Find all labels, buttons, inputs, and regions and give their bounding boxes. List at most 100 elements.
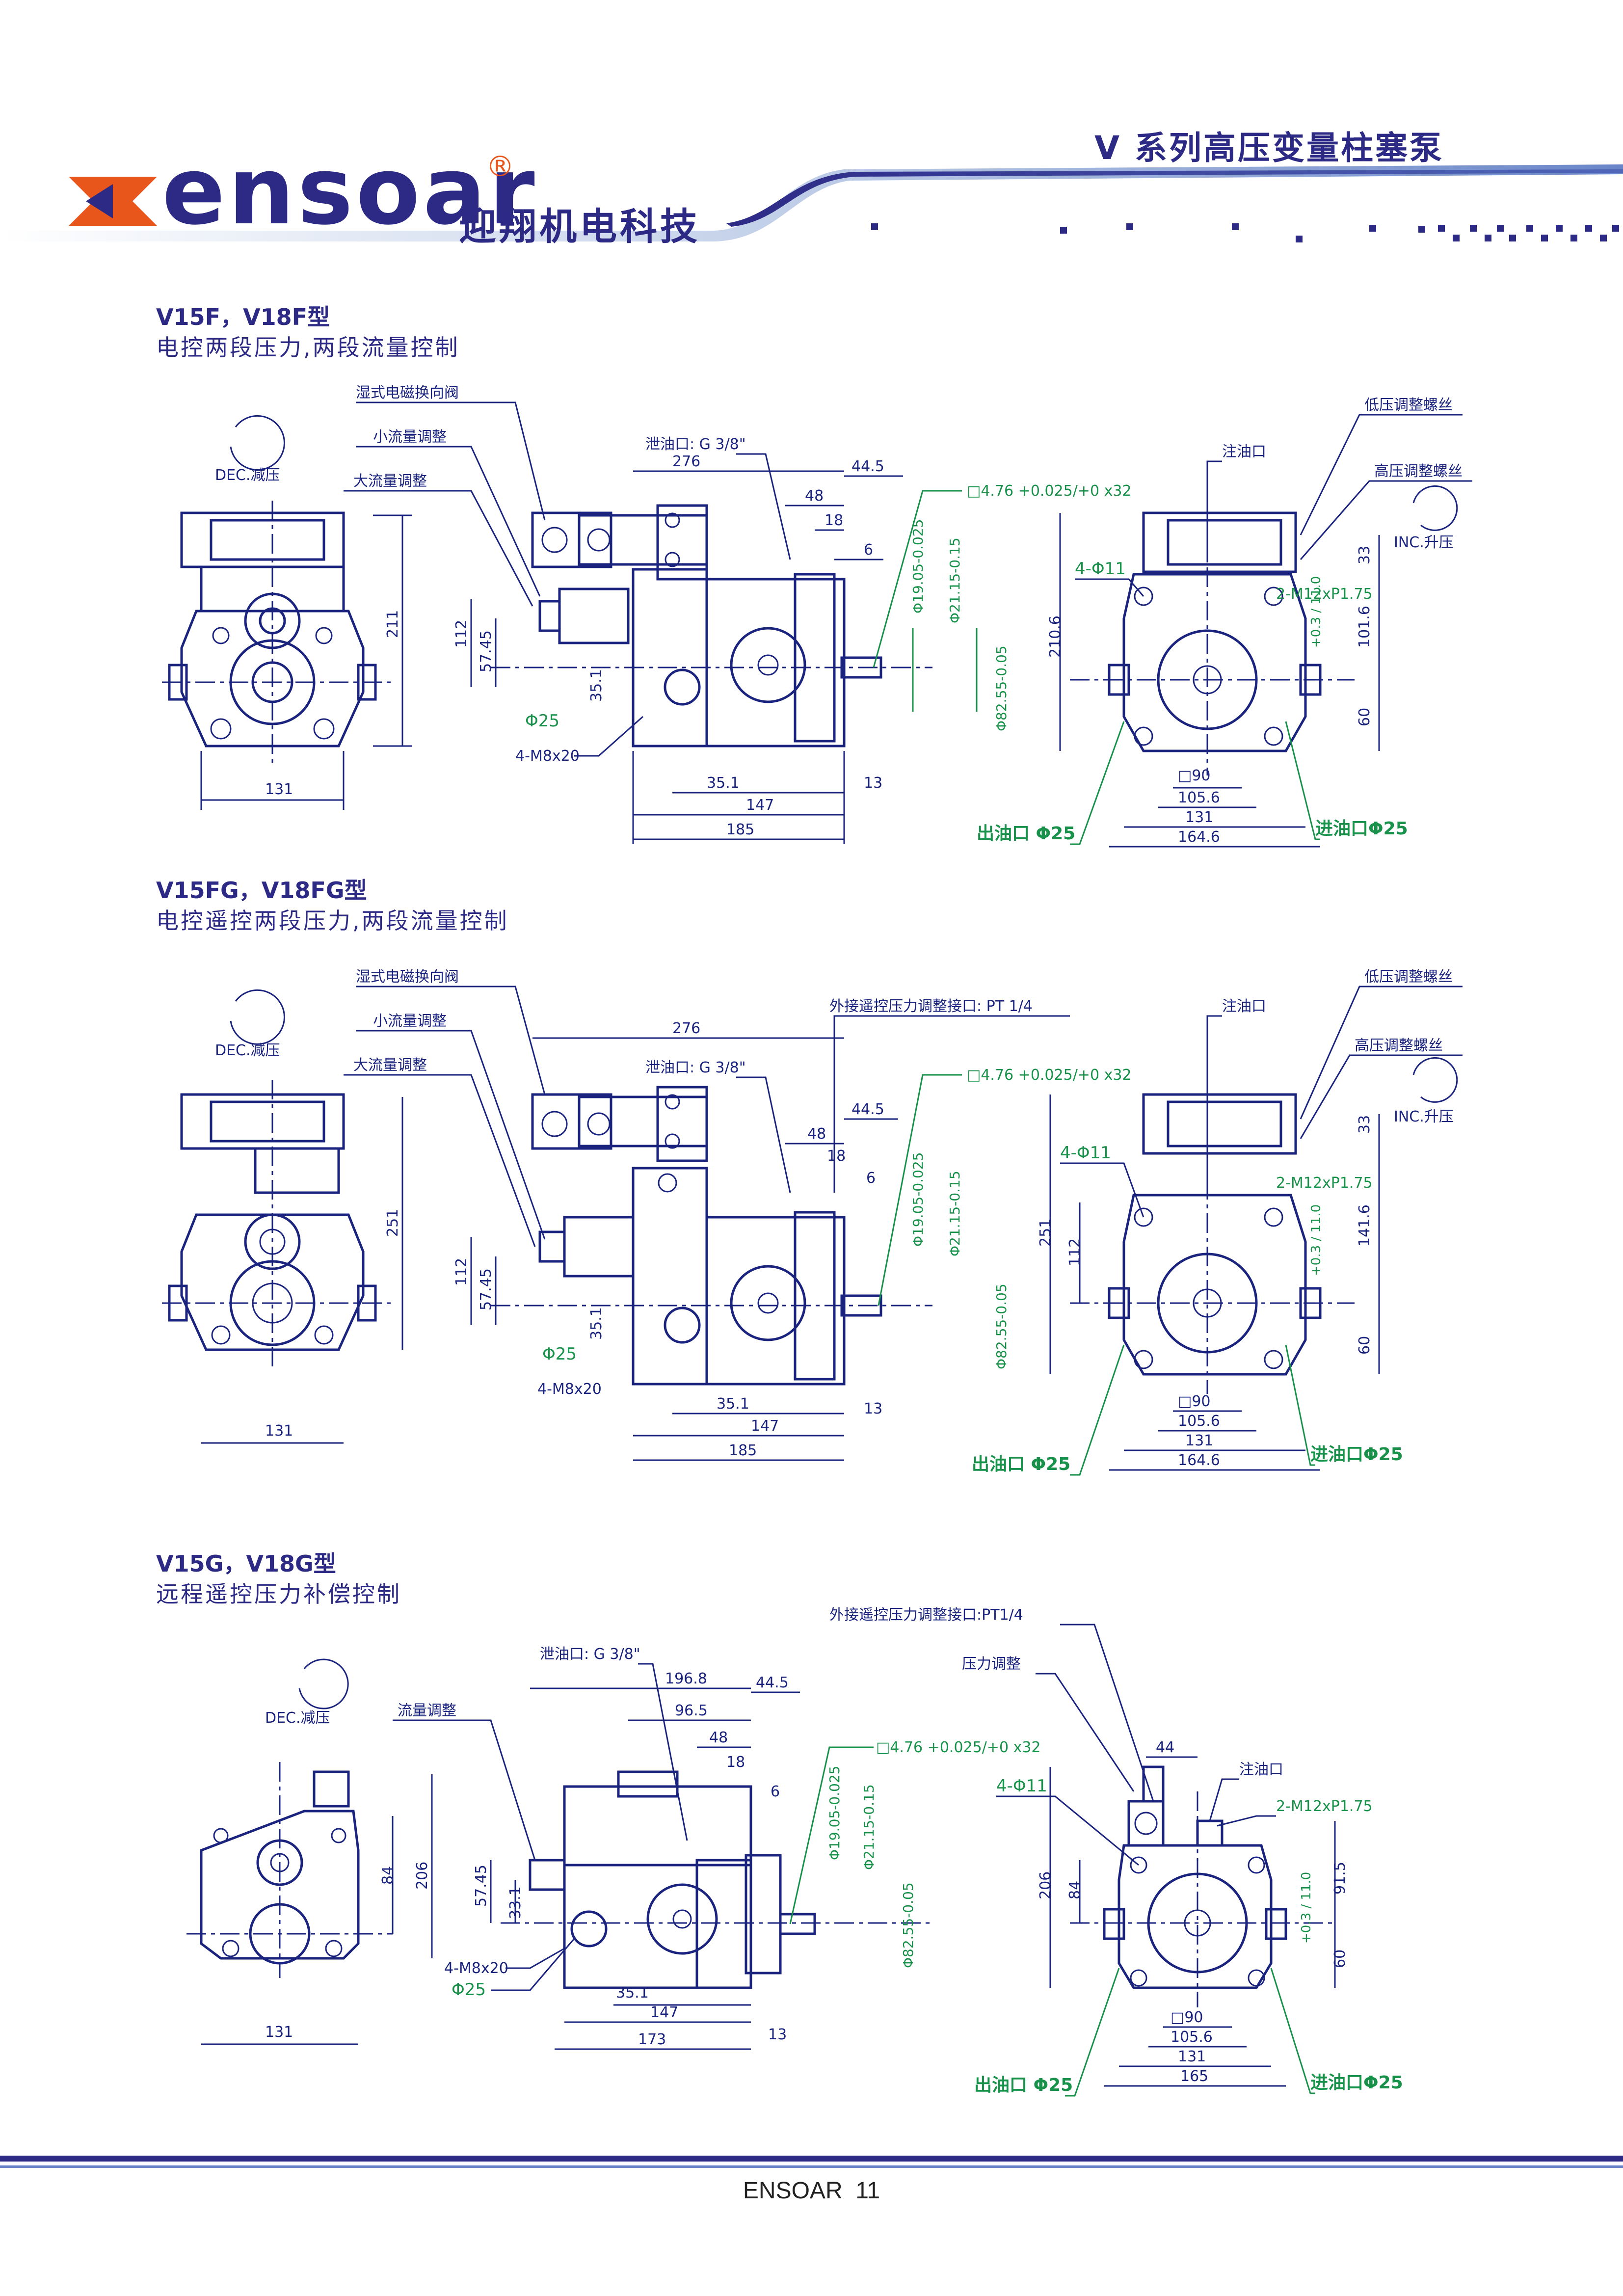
small-flow-label: 小流量调整 [373,428,447,446]
key-label: □4.76 +0.025/+0 x32 [967,482,1132,500]
shaft-dia3: Φ82.55-0.05 [993,645,1010,731]
dim-141-6: 141.6 [1356,1204,1373,1247]
dim-33-1: 33.1 [507,1886,524,1919]
footer-text: ENSOAR 11 [743,2178,880,2204]
dim-101-6: 101.6 [1356,606,1373,648]
dim-196-8: 196.8 [665,1670,707,1687]
large-flow-label: 大流量调整 [353,1057,427,1074]
large-flow-label: 大流量调整 [353,473,427,490]
dim-33-b: 33 [1356,1115,1373,1134]
dim-13-a: 13 [864,774,882,792]
fill-port-label: 注油口 [1222,443,1266,460]
shaft-dia2: Φ21.15-0.15 [947,537,963,623]
dim-35-1-h: 35.1 [616,1984,649,2002]
dim-48-a: 48 [805,487,824,505]
thread-label: 2-M12xP1.75 [1276,586,1373,603]
dim-210-6: 210.6 [1047,615,1064,658]
dim-48-b: 48 [807,1125,826,1143]
drawing-v15fg: DEC.减压 湿式电磁换向阀 小流量调整 大流量调整 131 251 [162,968,1463,1476]
company-name-cn: 迎翔机电科技 [459,205,700,248]
dim-60-a: 60 [1356,708,1373,726]
dim-18-a: 18 [825,512,843,529]
outlet-label: 出油口 Φ25 [972,1454,1070,1474]
dim-57-45-b: 57.45 [478,1268,495,1310]
fill-port-label: 注油口 [1222,998,1266,1015]
dim-35-1-v: 35.1 [588,669,605,702]
section-title: V15F，V18F型 [156,304,330,330]
dim-164-6-b: 164.6 [1178,1452,1220,1469]
remote-port-label: 外接遥控压力调整接口: PT 1/4 [829,998,1033,1015]
registered-mark: ® [486,150,514,183]
dim-60-c: 60 [1331,1949,1349,1968]
dec-label: DEC.减压 [215,1042,280,1059]
bolts-label: 4-M8x20 [444,1960,508,1977]
pressure-adjust-label: 压力调整 [962,1655,1021,1673]
drain-label: 泄油口: G 3/8" [540,1646,640,1663]
dim-96-5: 96.5 [675,1702,708,1719]
dim-185-a: 185 [726,821,754,838]
dim-6-b: 6 [866,1170,876,1187]
shaft-dia3: Φ82.55-0.05 [900,1882,916,1968]
dec-rotation-icon [230,989,285,1045]
dim-173: 173 [638,2031,666,2048]
brand-name: ensoar [162,137,538,245]
dim-131-d: 131 [1178,2048,1206,2065]
inlet-label: 进油口Φ25 [1315,819,1408,839]
dim-131-a: 131 [265,1422,293,1440]
dim-131-a: 131 [265,2024,293,2041]
dim-91-5: 91.5 [1331,1862,1349,1895]
section-title: V15G，V18G型 [156,1550,336,1577]
dim-6-a: 6 [864,541,873,559]
front-view [162,1080,393,1369]
series-title: V 系列高压变量柱塞泵 [1094,129,1444,167]
holes-label: 4-Φ11 [1060,1143,1111,1163]
dec-label: DEC.减压 [265,1709,330,1727]
dim-164-6-a: 164.6 [1178,828,1220,846]
dec-rotation-icon [230,415,285,471]
dim-13-c: 13 [768,2026,787,2043]
page-header: ensoar ® 迎翔机电科技 V 系列高压变量柱塞泵 [0,0,1623,275]
dim-18-b: 18 [827,1148,846,1165]
bolts-label: 4-M8x20 [515,748,580,765]
high-pressure-screw-label: 高压调整螺丝 [1355,1037,1443,1054]
dim-147-a: 147 [746,797,774,814]
small-flow-label: 小流量调整 [373,1013,447,1030]
thread-label: 2-M12xP1.75 [1276,1175,1373,1192]
shaft-dia1: Φ19.05-0.025 [910,1152,926,1247]
flow-adjust-label: 流量调整 [398,1702,456,1719]
solenoid-label: 湿式电磁换向阀 [356,384,459,401]
side-view [491,504,932,748]
inc-rotation-icon [1412,485,1458,531]
dim-105-6-c: 105.6 [1171,2029,1213,2046]
dim-112-c: 112 [1066,1238,1084,1266]
phi25-label: Φ25 [525,711,559,731]
section-subtitle: 远程遥控压力补偿控制 [156,1581,401,1607]
holes-label: 4-Φ11 [1075,559,1126,579]
section-subtitle: 电控遥控两段压力,两段流量控制 [156,908,509,934]
low-pressure-screw-label: 低压调整螺丝 [1364,397,1453,414]
holes-label: 4-Φ11 [996,1776,1047,1796]
footer-rule-thin [0,2165,1623,2168]
tolerance-label: +0.3 / 11.0 [1299,1872,1314,1944]
side-view [491,1086,932,1386]
tolerance-label: +0.3 / 11.0 [1309,576,1324,648]
shaft-dia2: Φ21.15-0.15 [861,1784,877,1870]
shaft-dia2: Φ21.15-0.15 [947,1171,963,1256]
shaft-dia1: Φ19.05-0.025 [910,519,926,614]
side-view [501,1770,932,1989]
bolts-label: 4-M8x20 [537,1381,602,1398]
dim-131-a: 131 [265,781,293,798]
dim-112-b: 112 [453,1258,470,1286]
drawing-v15g: 外接遥控压力调整接口:PT1/4 泄油口: G 3/8" DEC.减压 流量调整… [186,1606,1403,2097]
phi25-label: Φ25 [452,1980,486,2000]
remote-port-label: 外接遥控压力调整接口:PT1/4 [829,1606,1023,1624]
footer-rule-thick [0,2156,1623,2162]
dim-35-1-h: 35.1 [707,774,740,792]
dim-165: 165 [1180,2068,1208,2085]
inlet-label: 进油口Φ25 [1310,2073,1403,2093]
low-pressure-screw-label: 低压调整螺丝 [1364,968,1453,986]
inc-label: INC.升压 [1394,534,1454,551]
phi25-label: Φ25 [542,1344,577,1364]
key-label: □4.76 +0.025/+0 x32 [967,1067,1132,1084]
dim-90-b: □90 [1178,1393,1211,1410]
